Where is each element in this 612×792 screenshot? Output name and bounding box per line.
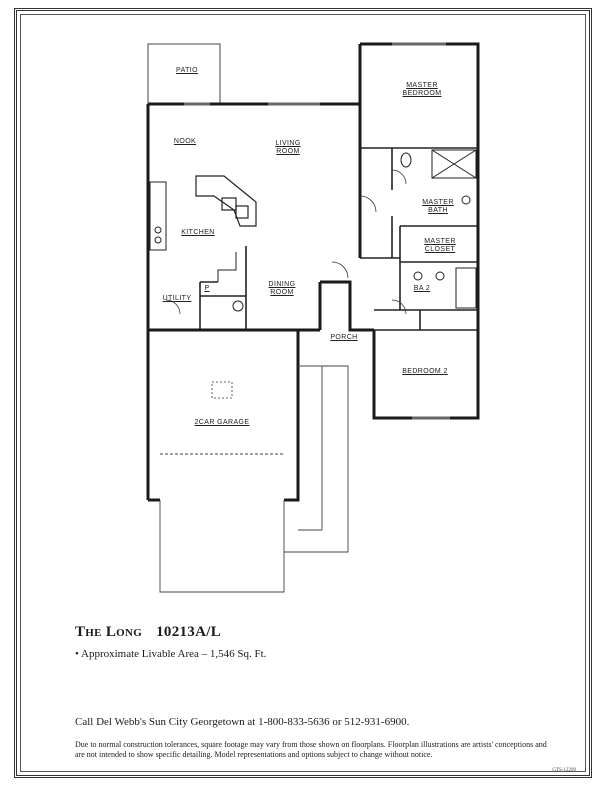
- bath-fixtures: [232, 149, 477, 312]
- bedroom2-label: BEDROOM 2: [402, 368, 448, 375]
- kitchen-counters: [149, 181, 237, 282]
- living-room-label: LIVING ROOM: [268, 140, 308, 156]
- porch-label: PORCH: [330, 334, 358, 341]
- exterior-walls: [146, 42, 480, 502]
- door-swings: [165, 169, 407, 315]
- patio-label: PATIO: [176, 67, 198, 74]
- living-room-text: LIVING ROOM: [275, 140, 301, 155]
- master-bedroom-label: MASTER BEDROOM: [392, 82, 452, 98]
- kitchen-island: [195, 175, 257, 227]
- dining-room-text: DINING ROOM: [268, 281, 296, 296]
- plan-model: 10213A/L: [156, 624, 222, 640]
- document-code: GTS-12299: [552, 768, 576, 773]
- master-closet-label: MASTER CLOSET: [416, 238, 464, 254]
- dining-room-label: DINING ROOM: [262, 281, 302, 297]
- master-bedroom-text: MASTER BEDROOM: [402, 82, 442, 97]
- garage-skylight: [211, 381, 233, 399]
- patio-outline: [147, 43, 221, 104]
- disclaimer: Due to normal construction tolerances, s…: [75, 740, 547, 759]
- nook-label: NOOK: [173, 138, 197, 145]
- contact-line: Call Del Webb's Sun City Georgetown at 1…: [75, 716, 410, 728]
- livable-area: • Approximate Livable Area – 1,546 Sq. F…: [75, 648, 267, 660]
- driveway: [159, 365, 349, 593]
- pantry-label: P: [204, 285, 210, 292]
- plan-title: The Long 10213A/L: [75, 624, 221, 641]
- garage-label: 2CAR GARAGE: [194, 419, 250, 426]
- master-closet-text: MASTER CLOSET: [424, 238, 456, 253]
- master-bath-text: MASTER BATH: [422, 199, 454, 214]
- kitchen-label: KITCHEN: [181, 229, 215, 236]
- inner-border: [20, 14, 586, 772]
- plan-name: The Long: [75, 624, 143, 640]
- ba2-label: BA 2: [413, 285, 431, 292]
- windows: [184, 42, 450, 420]
- page-border: [14, 8, 592, 778]
- master-bath-label: MASTER BATH: [418, 199, 458, 215]
- utility-label: UTILITY: [162, 295, 192, 302]
